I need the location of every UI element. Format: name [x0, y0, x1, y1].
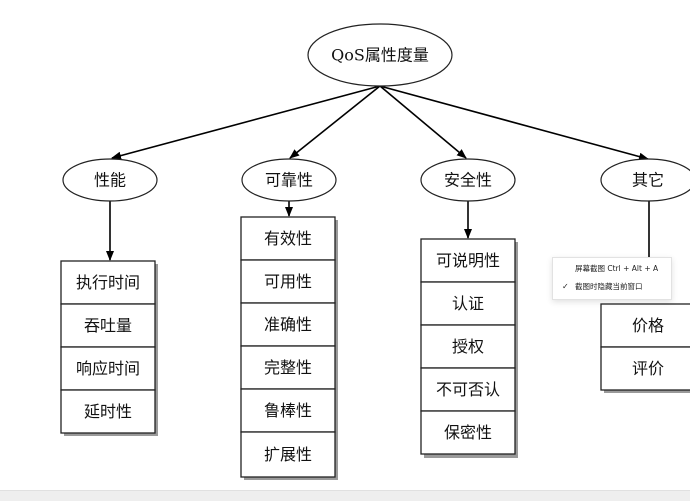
item-box [420, 281, 516, 326]
edge-root-other [379, 85, 649, 161]
category-label: 其它 [632, 171, 664, 190]
category-node-sec: 安全性 [420, 158, 516, 202]
item-box [240, 388, 336, 433]
item-box [420, 238, 516, 283]
item-label: 可说明性 [436, 251, 500, 270]
item-label: 完整性 [264, 358, 312, 377]
item-label: 响应时间 [76, 359, 140, 378]
item-label: 保密性 [444, 423, 492, 442]
edge-root-sec [379, 85, 467, 159]
item-label: 吞吐量 [84, 316, 132, 335]
item-box [420, 324, 516, 369]
item-box [60, 389, 156, 434]
item-label: 准确性 [264, 315, 312, 334]
item-box [420, 410, 516, 455]
category-label: 可靠性 [265, 171, 313, 190]
item-label: 有效性 [264, 229, 312, 248]
screenshot-shortcut-item[interactable]: 屏幕截图 Ctrl + Alt + A [553, 260, 671, 278]
edge-root-rel [289, 85, 381, 159]
item-label: 延时性 [84, 402, 132, 421]
item-label: 授权 [452, 337, 484, 356]
item-list-rel: 有效性 可用性 准确性 完整性 鲁棒性 扩展性 [240, 216, 338, 480]
checkmark-icon: ✓ [562, 282, 569, 291]
item-label: 鲁棒性 [264, 401, 312, 420]
qos-tree-diagram: QoS属性度量 性能 可靠性 安全性 其它 执行时间 吞吐量 响应时间 延时性 [60, 23, 690, 480]
item-label: 可用性 [264, 272, 312, 291]
category-node-perf: 性能 [62, 158, 158, 202]
item-label: 扩展性 [264, 445, 312, 464]
item-list-other: 价格 评价 [600, 303, 690, 393]
item-box [60, 260, 156, 305]
root-label: QoS属性度量 [331, 46, 429, 65]
item-label: 评价 [632, 359, 664, 378]
screenshot-tool-popup: 屏幕截图 Ctrl + Alt + A ✓ 截图时隐藏当前窗口 [552, 257, 672, 300]
item-label: 不可否认 [436, 380, 500, 399]
item-list-perf: 执行时间 吞吐量 响应时间 延时性 [60, 260, 158, 436]
item-list-sec: 可说明性 认证 授权 不可否认 保密性 [420, 238, 518, 458]
bottom-scroll-strip [0, 490, 690, 501]
item-label: 认证 [452, 294, 484, 313]
category-label: 性能 [94, 171, 126, 190]
item-box [240, 302, 336, 347]
edge-root-perf [111, 85, 381, 160]
category-label: 安全性 [444, 171, 492, 190]
item-box [420, 367, 516, 412]
item-box [600, 346, 690, 391]
item-box [240, 345, 336, 390]
item-box [60, 346, 156, 391]
item-label: 执行时间 [76, 273, 140, 292]
item-label: 价格 [632, 316, 664, 335]
hide-window-option[interactable]: ✓ 截图时隐藏当前窗口 [553, 278, 671, 296]
category-node-rel: 可靠性 [241, 158, 337, 202]
item-box [240, 216, 336, 261]
screenshot-shortcut-label: 屏幕截图 Ctrl + Alt + A [575, 264, 659, 273]
item-box [240, 431, 336, 478]
category-node-other: 其它 [600, 158, 690, 202]
item-box [600, 303, 690, 348]
hide-window-label: 截图时隐藏当前窗口 [575, 282, 643, 291]
root-node: QoS属性度量 [307, 23, 453, 87]
